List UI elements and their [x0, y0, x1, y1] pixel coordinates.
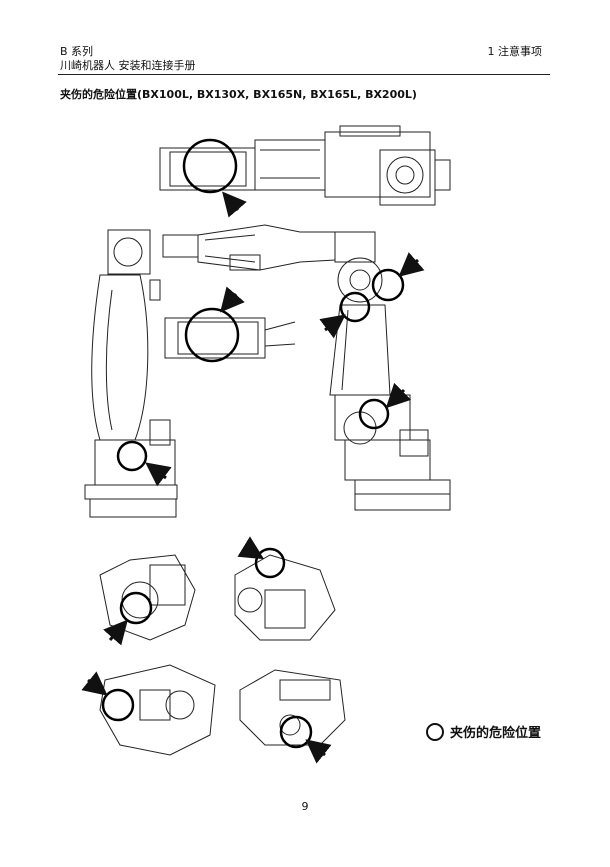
- robot-wrist-detail: [164, 317, 296, 359]
- page-number: 9: [301, 800, 309, 813]
- pinch-point-marker: [279, 715, 313, 749]
- robot-top-view: [159, 125, 451, 206]
- legend-label: 夹伤的危险位置: [450, 726, 542, 741]
- header-left: B 系列 川崎机器人 安装和连接手册: [60, 45, 196, 73]
- pinch-point-marker: [101, 688, 135, 722]
- header-manual-title: 川崎机器人 安装和连接手册: [60, 59, 196, 72]
- robot-iso-view-3: [99, 664, 216, 756]
- pinch-point-marker: [182, 138, 238, 194]
- pinch-point-marker: [371, 268, 405, 302]
- header-divider: [58, 74, 550, 75]
- circle-icon: [426, 722, 444, 741]
- robot-side-view: [329, 257, 451, 511]
- robot-iso-view-4: [239, 669, 346, 746]
- robot-forearm-side-view: [162, 224, 376, 271]
- pinch-point-marker: [358, 398, 390, 430]
- pinch-arrows: [81, 191, 425, 764]
- robot-front-view: [84, 229, 178, 518]
- header-chapter: 1 注意事项: [487, 45, 543, 58]
- legend: 夹伤的危险位置: [426, 722, 541, 741]
- pinch-point-marker: [184, 307, 240, 363]
- pinch-point-marker: [119, 591, 153, 625]
- robot-iso-view-2: [234, 554, 336, 641]
- header-series: B 系列: [60, 45, 94, 58]
- pinch-point-marker: [254, 547, 286, 579]
- pinch-point-marker: [339, 291, 371, 323]
- section-title: 夹伤的危险位置(BX100L, BX130X, BX165N, BX165L, …: [60, 88, 417, 101]
- pinch-point-marker: [116, 440, 148, 472]
